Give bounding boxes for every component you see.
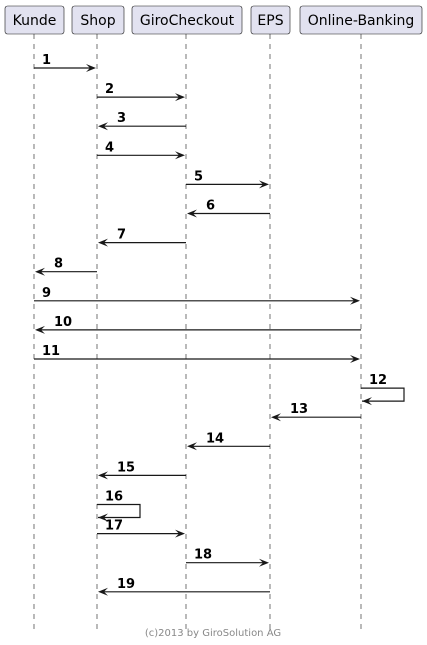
- arrowhead: [187, 442, 197, 451]
- message-label: 5: [194, 169, 203, 184]
- message-7: 7: [98, 228, 186, 247]
- participants: Kunde Shop GiroCheckout EPS Online-Banking: [4, 5, 423, 35]
- arrowhead: [98, 238, 108, 247]
- arrowhead: [98, 122, 108, 131]
- arrowhead: [86, 64, 96, 72]
- participant-label: Kunde: [13, 13, 57, 29]
- arrowhead: [98, 471, 108, 480]
- message-label: 16: [105, 490, 123, 505]
- message-label: 8: [54, 257, 63, 272]
- arrowhead: [271, 413, 281, 422]
- participant-onlinebanking: Online-Banking: [299, 5, 423, 35]
- message-label: 10: [54, 315, 72, 330]
- lifelines: [33, 34, 362, 632]
- message-15: 15: [98, 460, 186, 480]
- participant-kunde: Kunde: [4, 5, 65, 35]
- message-arrow-line: [97, 503, 141, 519]
- message-label: 7: [117, 228, 126, 243]
- arrowhead: [98, 513, 108, 522]
- participant-box: [250, 5, 291, 35]
- message-arrow-line: [361, 387, 405, 402]
- message-label: 13: [290, 402, 308, 417]
- arrowhead: [98, 587, 108, 596]
- message-label: 6: [206, 199, 215, 214]
- arrowhead: [175, 151, 185, 160]
- arrowhead: [259, 180, 269, 189]
- participant-label: Shop: [80, 13, 115, 29]
- message-4: 4: [97, 140, 185, 160]
- arrowhead: [350, 296, 360, 305]
- participant-label: EPS: [257, 13, 283, 29]
- message-2: 2: [97, 82, 185, 102]
- message-label: 4: [105, 140, 114, 155]
- participant-label: GiroCheckout: [140, 13, 235, 29]
- arrowhead: [362, 397, 372, 406]
- message-13: 13: [271, 402, 361, 422]
- message-8: 8: [35, 257, 97, 276]
- arrowhead: [35, 267, 45, 276]
- message-11: 11: [34, 344, 360, 363]
- message-9: 9: [34, 286, 360, 305]
- message-6: 6: [187, 199, 270, 218]
- arrowhead: [259, 558, 269, 567]
- arrowhead: [350, 355, 360, 363]
- message-3: 3: [98, 111, 186, 131]
- message-label: 11: [42, 344, 60, 359]
- message-5: 5: [186, 169, 269, 189]
- arrowhead: [35, 325, 45, 334]
- message-19: 19: [98, 577, 270, 596]
- arrowhead: [175, 93, 185, 102]
- participant-shop: Shop: [71, 5, 125, 35]
- message-label: 17: [105, 519, 123, 534]
- participant-box: [299, 5, 423, 35]
- message-label: 12: [369, 373, 387, 388]
- participant-eps: EPS: [250, 5, 291, 35]
- arrowhead: [175, 529, 185, 538]
- participant-box: [71, 5, 125, 35]
- message-label: 1: [42, 53, 51, 68]
- message-label: 3: [117, 111, 126, 126]
- message-12: 12: [361, 373, 405, 406]
- message-10: 10: [35, 315, 361, 334]
- message-label: 14: [206, 431, 224, 446]
- participant-box: [4, 5, 65, 35]
- message-label: 19: [117, 577, 135, 592]
- message-label: 9: [42, 286, 51, 301]
- arrowhead: [187, 209, 197, 218]
- message-label: 2: [105, 82, 114, 97]
- participant-box: [131, 5, 243, 35]
- message-label: 15: [117, 460, 135, 475]
- message-16: 16: [97, 490, 141, 522]
- message-1: 1: [34, 53, 96, 72]
- participant-label: Online-Banking: [308, 13, 415, 29]
- copyright-footer: (c)2013 by GiroSolution AG: [145, 628, 281, 639]
- participant-girocheckout: GiroCheckout: [131, 5, 243, 35]
- message-label: 18: [194, 548, 212, 563]
- message-17: 17: [97, 519, 185, 538]
- message-14: 14: [187, 431, 270, 451]
- message-18: 18: [186, 548, 269, 567]
